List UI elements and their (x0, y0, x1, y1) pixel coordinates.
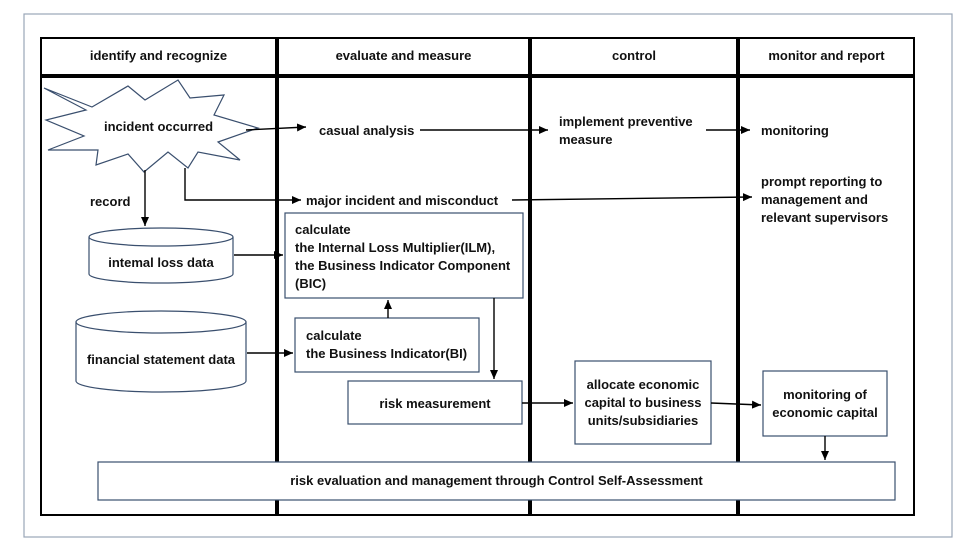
calc-bi-line1: calculate (306, 328, 362, 343)
incident-occurred-label: incident occurred (104, 119, 214, 134)
connectors (141, 123, 829, 460)
allocate-capital-line3: units/subsidiaries (587, 413, 699, 428)
monitoring-capital-line1: monitoring of (783, 387, 867, 402)
column-header-monitor: monitor and report (768, 48, 885, 63)
lane-control (530, 76, 738, 516)
risk-measurement-label: risk measurement (379, 396, 491, 411)
calc-ilm-line4: (BIC) (295, 276, 327, 291)
column-header-identify: identify and recognize (89, 48, 228, 63)
allocate-capital-line1: allocate economic (586, 377, 700, 392)
monitoring-label: monitoring (761, 123, 829, 138)
implement-preventive-line1: implement preventive (559, 114, 693, 129)
casual-analysis-label: casual analysis (319, 123, 415, 138)
prompt-reporting-line2: management and (761, 192, 868, 207)
calc-bi-line2: the Business Indicator(BI) (306, 346, 468, 361)
calc-bi-box (294, 317, 480, 373)
monitoring-capital-box (762, 370, 888, 437)
financial-statement-data-label: financial statement data (86, 352, 236, 367)
internal-loss-data-label: intemal loss data (108, 255, 214, 270)
calc-ilm-box (284, 212, 524, 299)
prompt-reporting-line1: prompt reporting to (761, 174, 883, 189)
record-label: record (90, 194, 131, 209)
arrow-incident-to-major (184, 168, 301, 204)
prompt-reporting-line3: relevant supervisors (761, 210, 889, 225)
lane-monitor (738, 76, 915, 516)
header-cell-evaluate (277, 37, 530, 76)
arrow-allocate-to-monitoring (710, 400, 762, 409)
header-cell-control (530, 37, 738, 76)
header-cell-identify (40, 37, 277, 76)
risk-measurement-box (347, 380, 523, 425)
monitoring-capital-line2: economic capital (772, 405, 878, 420)
calc-ilm-line1: calculate (295, 222, 351, 237)
header-cell-monitor (738, 37, 915, 76)
calc-ilm-line2: the Internal Loss Multiplier(ILM), (295, 240, 496, 255)
allocate-capital-box (574, 360, 712, 445)
lane-evaluate (277, 76, 530, 516)
arrow-major-to-prompt (511, 193, 753, 202)
column-header-control: control (611, 48, 657, 63)
internal-loss-cylinder (88, 227, 234, 284)
financial-statement-cylinder (75, 310, 247, 393)
allocate-capital-line2: capital to business (584, 395, 702, 410)
arrow-incident-to-casual (245, 123, 307, 132)
csa-bar-label: risk evaluation and management through C… (290, 473, 703, 488)
incident-burst-shape (43, 79, 260, 173)
calc-ilm-line3: the Business Indicator Component (295, 258, 511, 273)
lane-identify (40, 76, 277, 516)
csa-bar-box (97, 461, 896, 501)
major-incident-label: major incident and misconduct (306, 193, 499, 208)
implement-preventive-line2: measure (559, 132, 613, 147)
column-header-evaluate: evaluate and measure (335, 48, 472, 63)
